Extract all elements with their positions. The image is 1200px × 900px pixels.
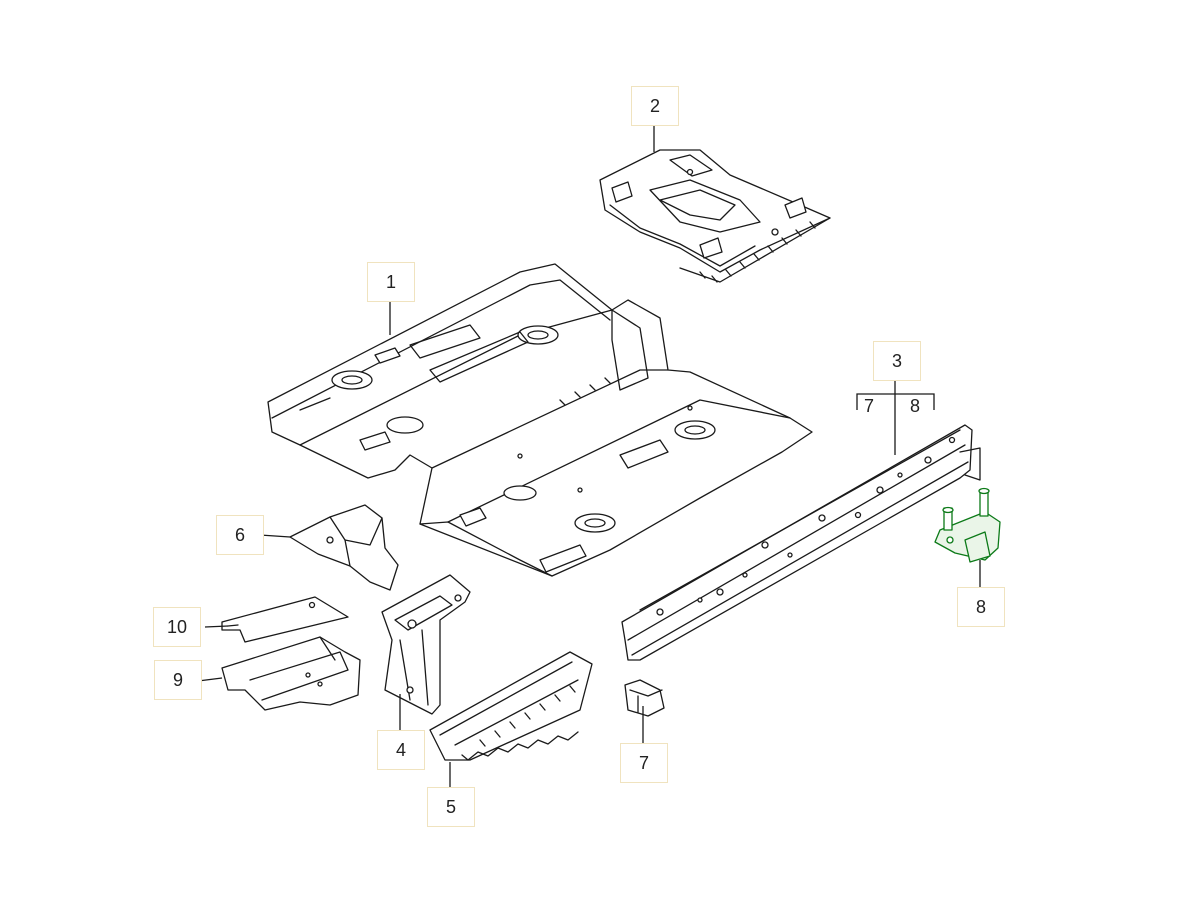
leader-line-10 bbox=[204, 625, 229, 628]
callout-part-1[interactable]: 1 bbox=[367, 262, 415, 302]
part-10-plate[interactable] bbox=[221, 596, 349, 643]
part-5-rail[interactable] bbox=[429, 651, 593, 761]
sub-callout-label-7[interactable]: 7 bbox=[864, 396, 875, 416]
part-1-main-floor-pan[interactable] bbox=[267, 263, 813, 577]
callout-part-6[interactable]: 6 bbox=[216, 515, 264, 555]
sub-callout-label-8[interactable]: 8 bbox=[910, 396, 921, 416]
callout-part-4[interactable]: 4 bbox=[377, 730, 425, 770]
callout-part-5[interactable]: 5 bbox=[427, 787, 475, 827]
sub-callout-bracket bbox=[856, 393, 935, 410]
part-4-cross-member[interactable] bbox=[381, 574, 471, 715]
callout-part-7[interactable]: 7 bbox=[620, 743, 668, 783]
part-6-bracket[interactable] bbox=[289, 504, 399, 591]
leader-line-6 bbox=[259, 534, 291, 538]
part-2-rear-floor-pan[interactable] bbox=[599, 149, 831, 283]
callout-part-3[interactable]: 3 bbox=[873, 341, 921, 381]
part-9-bracket[interactable] bbox=[221, 636, 361, 711]
part-8-mount-highlighted[interactable] bbox=[934, 487, 1001, 563]
callout-part-9[interactable]: 9 bbox=[154, 660, 202, 700]
callout-part-8[interactable]: 8 bbox=[957, 587, 1005, 627]
part-3-side-sill[interactable] bbox=[621, 424, 981, 661]
leader-line-9 bbox=[197, 677, 223, 682]
callout-part-10[interactable]: 10 bbox=[153, 607, 201, 647]
callout-part-2[interactable]: 2 bbox=[631, 86, 679, 126]
part-7-clip[interactable] bbox=[624, 679, 665, 717]
